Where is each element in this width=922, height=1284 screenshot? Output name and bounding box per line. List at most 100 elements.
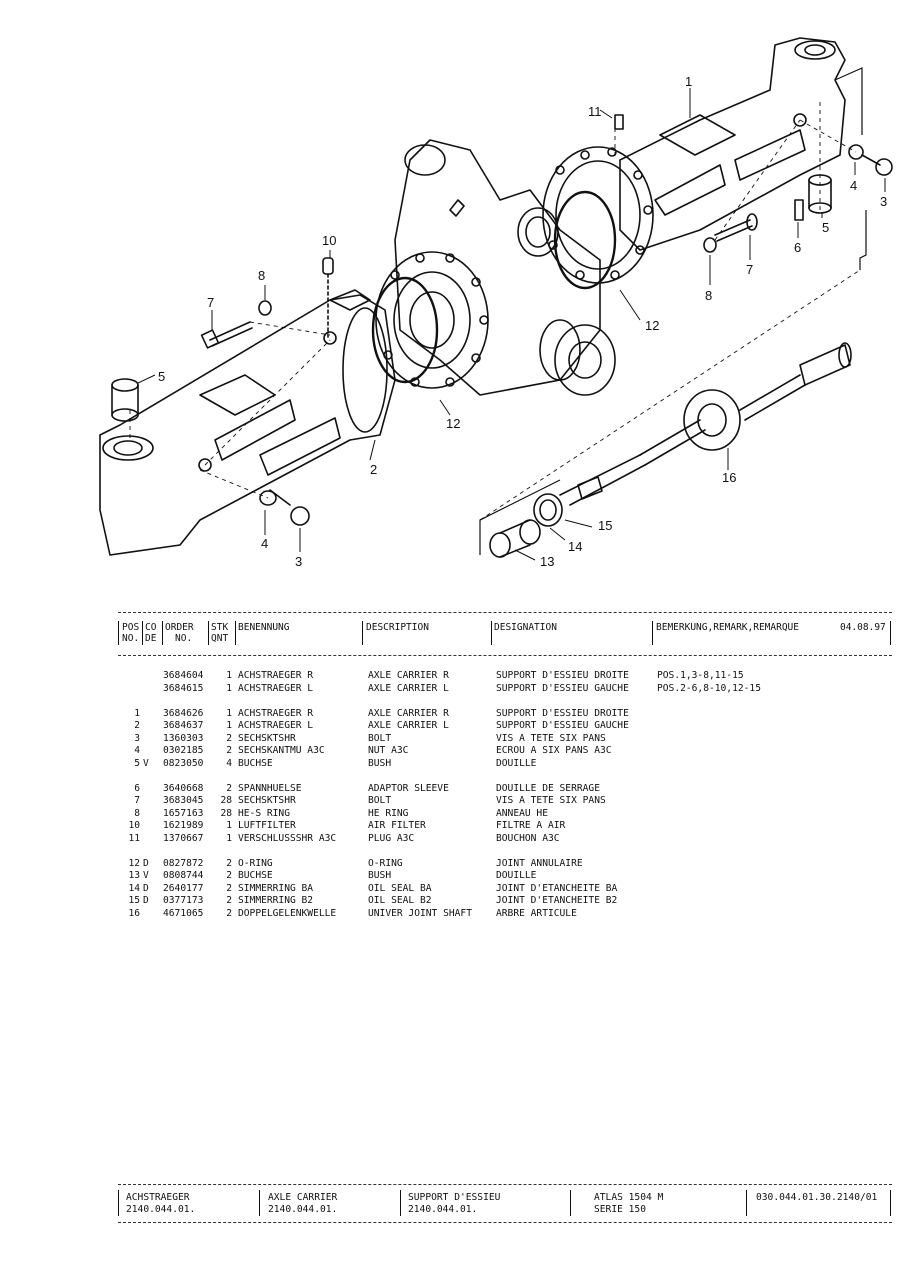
plug-11 <box>614 114 624 130</box>
callout-3: 3 <box>295 554 302 569</box>
bolt-left-7 <box>200 321 253 349</box>
cell-pos-no: 14 <box>128 882 140 894</box>
cell-benennung: ACHSTRAEGER R <box>238 707 314 719</box>
cell-pos-no: 11 <box>128 832 140 844</box>
footer-divider <box>118 1190 119 1216</box>
breather-10 <box>322 257 334 341</box>
cell-designation: DOUILLE <box>496 757 537 769</box>
header-divider <box>118 621 119 645</box>
cell-description: BUSH <box>368 757 392 769</box>
cell-designation: ANNEAU HE <box>496 807 548 819</box>
cell-pos-no: 10 <box>128 820 140 831</box>
header-divider <box>142 621 143 645</box>
cell-order-no: 1621989 <box>163 820 204 831</box>
footer-de-code: 2140.044.01. <box>126 1204 196 1215</box>
cell-order-no: 3684637 <box>163 720 204 731</box>
cell-benennung: SECHSKANTMU A3C <box>238 745 325 756</box>
callout-13: 13 <box>540 554 554 569</box>
callout-10: 10 <box>322 233 336 248</box>
cell-benennung: ACHSTRAEGER R <box>238 670 314 681</box>
cell-designation: JOINT D'ETANCHEITE B2 <box>496 895 618 906</box>
cell-designation: JOINT D'ETANCHEITE BA <box>496 882 618 894</box>
cell-quantity: 2 <box>226 870 232 881</box>
header-divider <box>491 621 492 645</box>
footer-top-rule <box>118 1184 892 1185</box>
cell-benennung: LUFTFILTER <box>238 820 296 831</box>
footer-de-title: ACHSTRAEGER <box>126 1192 190 1203</box>
cell-description: AXLE CARRIER L <box>368 682 449 694</box>
cell-designation: SUPPORT D'ESSIEU GAUCHE <box>496 720 629 731</box>
cell-benennung: HE-S RING <box>238 807 290 819</box>
cell-benennung: O-RING <box>238 857 273 869</box>
cell-code: D <box>143 857 149 869</box>
cell-benennung: SECHSKTSHR <box>238 732 296 744</box>
cell-order-no: 3683045 <box>163 795 204 806</box>
cell-order-no: 0823050 <box>163 757 204 769</box>
header-description: DESCRIPTION <box>366 622 429 633</box>
sleeve-6 <box>794 199 804 221</box>
washer-right-8 <box>703 237 717 253</box>
callout-11: 11 <box>588 104 602 119</box>
header-divider <box>890 621 891 645</box>
footer-divider <box>570 1190 571 1216</box>
cell-order-no: 0302185 <box>163 745 204 756</box>
cell-quantity: 1 <box>226 832 232 844</box>
cell-benennung: BUCHSE <box>238 870 273 881</box>
cell-quantity: 2 <box>226 907 232 919</box>
footer-divider <box>890 1190 891 1216</box>
callout-2: 2 <box>370 462 377 477</box>
cell-code: D <box>143 895 149 906</box>
cell-remark: POS.2-6,8-10,12-15 <box>657 682 761 694</box>
header-divider <box>362 621 363 645</box>
cell-description: BOLT <box>368 795 392 806</box>
cell-description: BUSH <box>368 870 392 881</box>
bolt-right-3 <box>861 154 893 176</box>
cell-quantity: 28 <box>220 795 232 806</box>
callout-5-right: 5 <box>822 220 829 235</box>
cell-quantity: 2 <box>226 882 232 894</box>
cell-designation: ECROU A SIX PANS A3C <box>496 745 612 756</box>
cell-pos-no: 8 <box>134 807 140 819</box>
washer-left-8 <box>258 300 272 316</box>
cell-quantity: 4 <box>226 757 232 769</box>
cell-code: V <box>143 870 149 881</box>
footer-en-title: AXLE CARRIER <box>268 1192 338 1203</box>
cell-description: AIR FILTER <box>368 820 426 831</box>
cell-designation: VIS A TETE SIX PANS <box>496 732 606 744</box>
bush-left <box>111 378 139 422</box>
cell-description: AXLE CARRIER R <box>368 670 449 681</box>
cell-pos-no: 2 <box>134 720 140 731</box>
cell-pos-no: 5 <box>134 757 140 769</box>
cell-order-no: 3684615 <box>163 682 204 694</box>
univer-joint-shaft-16 <box>559 342 852 506</box>
cell-designation: DOUILLE DE SERRAGE <box>496 782 600 794</box>
o-ring-right <box>553 190 617 290</box>
footer-fr-title: SUPPORT D'ESSIEU <box>408 1192 501 1203</box>
callout-4-right: 4 <box>850 178 857 193</box>
cell-order-no: 4671065 <box>163 907 204 919</box>
footer-serie: SERIE 150 <box>594 1204 646 1215</box>
cell-pos-no: 6 <box>134 782 140 794</box>
footer-atlas-model: ATLAS 1504 M <box>594 1192 664 1203</box>
footer-divider <box>259 1190 260 1216</box>
cell-pos-no: 3 <box>134 732 140 744</box>
cell-designation: BOUCHON A3C <box>496 832 560 844</box>
callout-8-right: 8 <box>705 288 712 303</box>
cell-quantity: 2 <box>226 745 232 756</box>
cell-remark: POS.1,3-8,11-15 <box>657 670 744 681</box>
cell-benennung: SPANNHUELSE <box>238 782 302 794</box>
header-benennung: BENENNUNG <box>238 622 290 633</box>
header-divider <box>208 621 209 645</box>
cell-pos-no: 15 <box>128 895 140 906</box>
cell-description: ADAPTOR SLEEVE <box>368 782 449 794</box>
cell-pos-no: 13 <box>128 870 140 881</box>
header-divider <box>162 621 163 645</box>
callout-5: 5 <box>158 369 165 384</box>
